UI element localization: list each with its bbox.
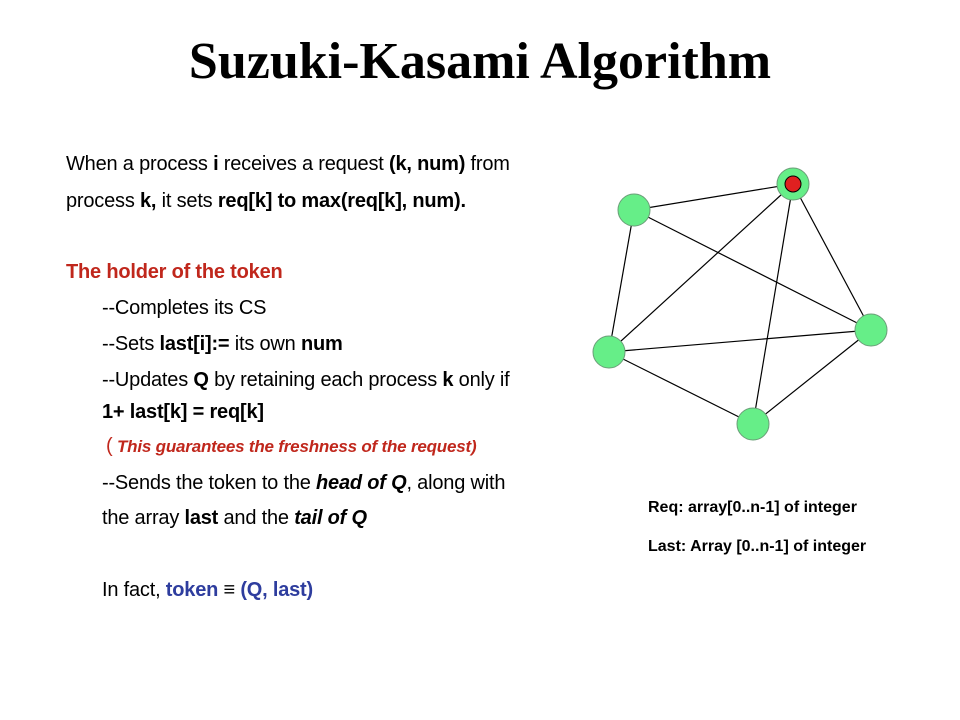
text-line-sets-req: process k, it sets req[k] to max(req[k],… bbox=[66, 190, 466, 212]
slide-title: Suzuki-Kasami Algorithm bbox=[188, 33, 772, 90]
step-sets-last: --Sets last[i]:= its own num bbox=[102, 333, 343, 355]
graph-edges bbox=[608, 183, 872, 425]
step-sends-token: --Sends the token to the head of Q, alon… bbox=[102, 472, 506, 494]
text-line-request: When a process i receives a request (k, … bbox=[66, 153, 510, 175]
graph-edge bbox=[633, 183, 794, 211]
token-marker bbox=[784, 175, 802, 193]
process-node-top-left bbox=[617, 193, 651, 227]
graph-edge bbox=[608, 329, 872, 353]
legend-req: Req: array[0..n-1] of integer bbox=[648, 499, 857, 516]
step-updates-q: --Updates Q by retaining each process k … bbox=[102, 369, 510, 391]
step-condition: 1+ last[k] = req[k] bbox=[102, 401, 264, 423]
token-definition: In fact, token ≡ (Q, last) bbox=[102, 579, 313, 601]
process-node-left bbox=[592, 335, 626, 369]
graph-nodes bbox=[592, 167, 888, 441]
graph-edge bbox=[752, 329, 872, 425]
graph-edge bbox=[792, 183, 872, 331]
step-completes-cs: --Completes its CS bbox=[102, 297, 267, 319]
process-node-right bbox=[854, 313, 888, 347]
step-sends-array: the array last and the tail of Q bbox=[102, 507, 367, 529]
graph-edge bbox=[608, 351, 754, 425]
graph-edge bbox=[633, 209, 872, 331]
process-network-graph bbox=[592, 167, 888, 441]
graph-edge bbox=[752, 183, 794, 425]
holder-heading: The holder of the token bbox=[66, 261, 283, 283]
legend-last: Last: Array [0..n-1] of integer bbox=[648, 538, 867, 555]
graph-edge bbox=[608, 183, 794, 353]
graph-edge bbox=[608, 209, 635, 353]
freshness-note: ( This guarantees the freshness of the r… bbox=[106, 435, 477, 457]
process-node-bottom bbox=[736, 407, 770, 441]
